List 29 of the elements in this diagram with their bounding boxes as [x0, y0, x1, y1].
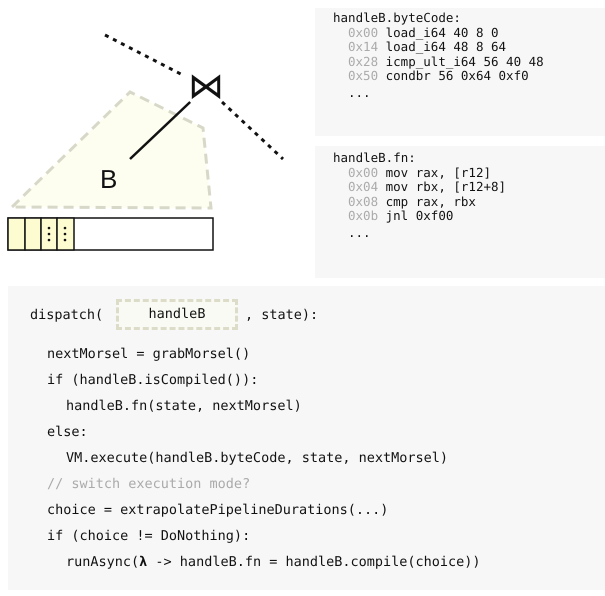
code-line: 0x08 cmp rax, rbx [348, 194, 476, 208]
placeholder-slot: handleB [116, 299, 238, 330]
code-line: if (choice != DoNothing): [47, 527, 250, 545]
connector-line [129, 101, 192, 160]
code-line: 0x28 icmp_ult_i64 56 40 48 [348, 54, 544, 68]
code-line: 0x00 mov rax, [r12] [348, 164, 491, 180]
code-line: else: [47, 423, 88, 441]
code-line: 0x00 load_i64 40 8 0 [348, 24, 499, 40]
code-line: VM.execute(handleB.byteCode, state, nextMorsel) [66, 449, 448, 467]
dotted-line [221, 100, 284, 160]
join-symbol: ⋈ [185, 72, 227, 102]
code-panel [8, 286, 605, 590]
code-line: nextMorsel = grabMorsel() [47, 345, 250, 363]
code-line: ... [348, 224, 371, 240]
operator-label: B [100, 164, 118, 195]
code-line: , state): [245, 306, 318, 324]
code-heading: handleB.fn: [333, 150, 416, 165]
code-heading: handleB.byteCode: [333, 10, 461, 25]
code-line: if (handleB.isCompiled()): [47, 371, 258, 389]
code-line: 0x04 mov rbx, [r12+8] [348, 179, 506, 194]
code-line: choice = extrapolatePipelineDurations(...) [47, 501, 388, 519]
code-line: 0x0b jnl 0xf00 [348, 208, 454, 223]
code-line: 0x50 condbr 56 0x64 0xf0 [348, 68, 529, 83]
code-line: runAsync(λ -> handleB.fn = handleB.compile(choice)) [66, 553, 481, 571]
code-line: 0x14 load_i64 48 8 64 [348, 39, 506, 54]
code-comment: // switch execution mode? [47, 475, 250, 493]
code-line: ... [348, 84, 371, 100]
code-line: handleB.fn(state, nextMorsel) [66, 397, 302, 415]
code-line: dispatch( [30, 306, 104, 324]
